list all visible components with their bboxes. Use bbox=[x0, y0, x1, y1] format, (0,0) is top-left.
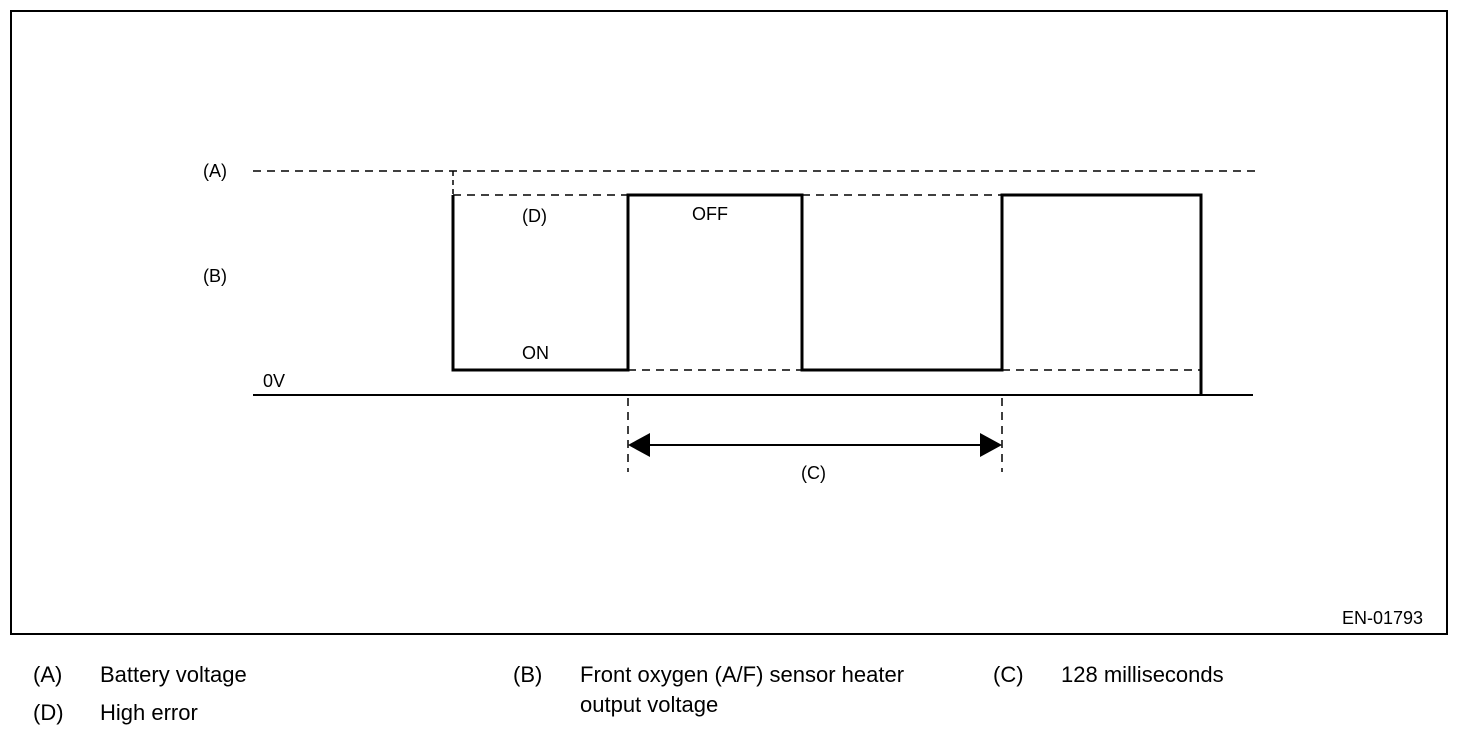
legend-text-line-2: output voltage bbox=[580, 692, 719, 717]
label-on: ON bbox=[522, 343, 549, 363]
legend-item-d: (D) High error bbox=[33, 698, 453, 728]
legend-key: (A) bbox=[33, 662, 63, 687]
label-b: (B) bbox=[203, 266, 227, 286]
legend-text: High error bbox=[100, 700, 198, 725]
legend-item-a: (A) Battery voltage bbox=[33, 660, 453, 690]
legend-text: Battery voltage bbox=[100, 662, 247, 687]
legend-text: 128 milliseconds bbox=[1061, 662, 1224, 687]
figure-frame bbox=[10, 10, 1448, 635]
legend-key: (D) bbox=[33, 700, 64, 725]
legend-item-b: (B) Front oxygen (A/F) sensor heater out… bbox=[513, 660, 973, 722]
heater-output-waveform bbox=[451, 193, 1203, 395]
label-c: (C) bbox=[801, 463, 826, 483]
label-a: (A) bbox=[203, 161, 227, 181]
label-zero-volt: 0V bbox=[263, 371, 285, 391]
legend-item-c: (C) 128 milliseconds bbox=[993, 660, 1293, 690]
label-off: OFF bbox=[692, 204, 728, 224]
arrowhead-right-icon bbox=[980, 433, 1002, 457]
legend-text: Front oxygen (A/F) sensor heater bbox=[580, 662, 905, 687]
arrowhead-left-icon bbox=[628, 433, 650, 457]
legend-key: (B) bbox=[513, 662, 543, 687]
label-d: (D) bbox=[522, 206, 547, 226]
legend-key: (C) bbox=[993, 662, 1024, 687]
figure-id: EN-01793 bbox=[1342, 608, 1423, 628]
